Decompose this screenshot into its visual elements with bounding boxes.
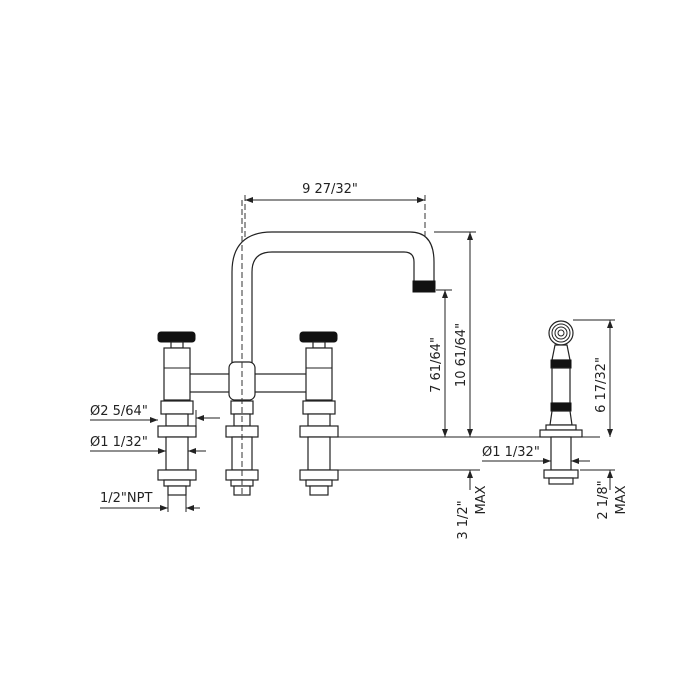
dim-sprayer-height: 6 17/32" <box>594 357 609 413</box>
left-valve <box>157 331 197 496</box>
dim-overall-height: 10 61/64" <box>454 323 469 387</box>
dim-faucet-deck-max: MAX <box>474 485 489 514</box>
dim-sprayer-shank-diameter: Ø1 1/32" <box>482 445 540 460</box>
spout-nozzle <box>412 280 436 293</box>
dim-sprayer-deck-thickness: 2 1/8" <box>596 480 611 519</box>
spout <box>231 231 436 369</box>
right-valve <box>299 331 339 496</box>
dim-sprayer-deck-max: MAX <box>614 485 629 514</box>
dim-spout-reach: 9 27/32" <box>302 182 358 197</box>
side-sprayer <box>539 320 583 485</box>
dim-shank-diameter: Ø1 1/32" <box>90 435 148 450</box>
dim-faucet-deck-thickness: 3 1/2" <box>456 500 471 539</box>
center-base <box>225 200 259 496</box>
left-handle-knob <box>157 331 196 343</box>
right-handle-knob <box>299 331 338 343</box>
dim-outlet-height: 7 61/64" <box>429 337 444 393</box>
dim-base-diameter: Ø2 5/64" <box>90 404 148 419</box>
dim-inlet-thread: 1/2"NPT <box>100 491 152 506</box>
